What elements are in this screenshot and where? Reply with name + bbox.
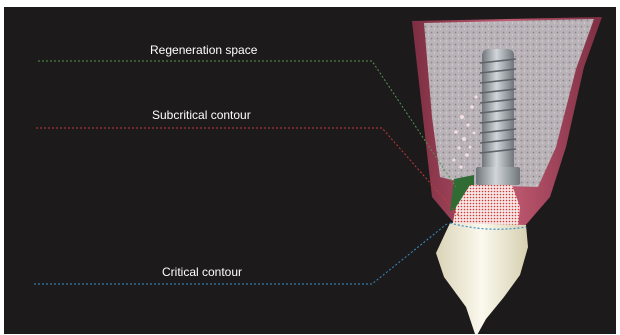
crown	[436, 223, 528, 334]
implant-screw	[476, 49, 520, 185]
diagram-canvas: Regeneration space Subcritical contour C…	[4, 7, 616, 334]
critical-contour-label: Critical contour	[162, 265, 242, 279]
subcritical-contour-label: Subcritical contour	[152, 108, 251, 122]
dental-implant-illustration: Regeneration space Subcritical contour C…	[4, 7, 616, 334]
regeneration-leader-line	[38, 61, 456, 187]
subcritical-leader-line	[36, 128, 460, 217]
regeneration-space-label: Regeneration space	[150, 43, 258, 57]
